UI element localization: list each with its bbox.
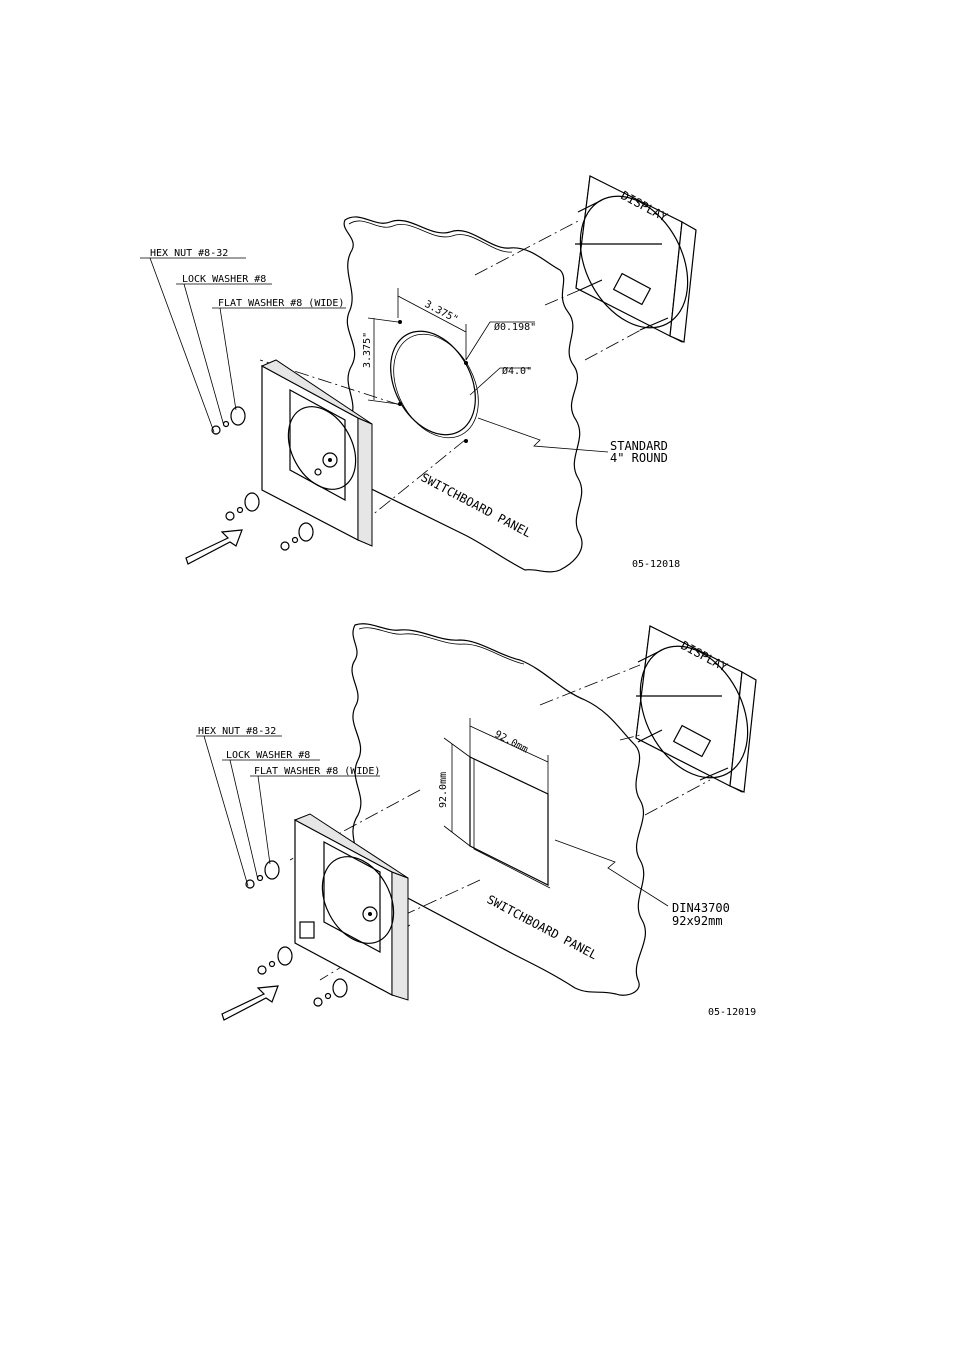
- dim-hole: Ø0.198": [494, 321, 536, 333]
- cutout-label-line1: DIN43700: [672, 901, 730, 915]
- display-unit: DISPLAY: [575, 175, 697, 343]
- hardware-stack-bottom: [313, 978, 348, 1007]
- mounting-bezel: [260, 359, 373, 547]
- switchboard-panel: [343, 216, 583, 573]
- hardware-stack-top: [211, 406, 246, 435]
- hardware-stack-bottom: [280, 522, 314, 551]
- drawing-din-cutout: 92.0mm 92.0mm DISPLAY: [196, 623, 757, 1021]
- hex-nut-label: HEX NUT #8-32: [198, 726, 276, 737]
- drawing-number: 05-12019: [708, 1007, 756, 1018]
- dim-vertical: 92.0mm: [438, 772, 449, 808]
- flat-washer-label: FLAT WASHER #8 (WIDE): [254, 766, 380, 777]
- cutout-label-line1: STANDARD: [610, 439, 668, 453]
- hardware-stack-middle: [257, 946, 293, 975]
- cutout-label-line2: 92x92mm: [672, 914, 723, 928]
- lock-washer-label: LOCK WASHER #8: [226, 750, 310, 761]
- insertion-arrow: [221, 985, 279, 1021]
- round-cutout: [390, 330, 476, 436]
- hex-nut-label: HEX NUT #8-32: [150, 248, 228, 259]
- dim-vertical: 3.375": [362, 332, 373, 368]
- mounting-bezel: [293, 813, 409, 1001]
- lock-washer-label: LOCK WASHER #8: [182, 274, 266, 285]
- cutout-label-line2: 4" ROUND: [610, 451, 668, 465]
- switchboard-panel: [351, 623, 647, 996]
- hardware-stack-middle: [225, 492, 260, 521]
- insertion-arrow: [185, 529, 243, 565]
- drawing-number: 05-12018: [632, 559, 680, 570]
- square-cutout: [469, 756, 549, 886]
- display-unit: DISPLAY: [635, 625, 757, 793]
- hardware-stack-top: [245, 860, 280, 889]
- dim-diameter: Ø4.0": [502, 365, 532, 377]
- drawing-round-cutout: 3.375" 3.375" Ø0.198" Ø4.0" DISPLAY: [140, 175, 697, 573]
- flat-washer-label: FLAT WASHER #8 (WIDE): [218, 298, 344, 309]
